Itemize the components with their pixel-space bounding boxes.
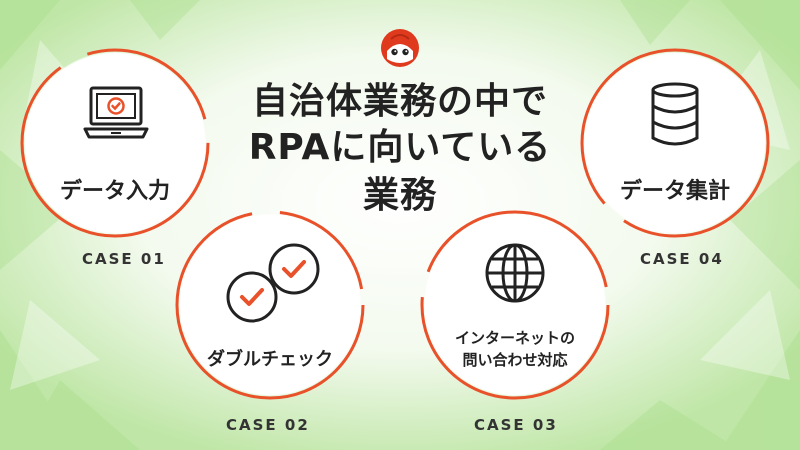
case-01-circle: データ入力 bbox=[20, 48, 210, 238]
case-03-circle: インターネットの 問い合わせ対応 bbox=[420, 210, 610, 400]
case-02-ring bbox=[175, 210, 365, 400]
case-03-label-line-1: インターネットの bbox=[454, 329, 575, 347]
case-03-tag: CASE 03 bbox=[474, 416, 558, 434]
globe-icon bbox=[485, 243, 545, 303]
case-02-circle: ダブルチェック bbox=[175, 210, 365, 400]
case-04-ring bbox=[580, 48, 770, 238]
case-04-label: データ集計 bbox=[619, 179, 730, 204]
case-04-tag: CASE 04 bbox=[640, 250, 724, 268]
database-icon bbox=[651, 82, 699, 146]
title-line-1: 自治体業務の中で bbox=[251, 81, 548, 122]
title-line-2: RPAに向いている業務 bbox=[248, 127, 552, 216]
case-01-tag: CASE 01 bbox=[82, 250, 166, 268]
mascot-logo-icon bbox=[381, 29, 419, 67]
case-04-circle: データ集計 bbox=[580, 48, 770, 238]
case-02-tag: CASE 02 bbox=[226, 416, 310, 434]
case-03-label-line-2: 問い合わせ対応 bbox=[462, 351, 568, 369]
page-title: 自治体業務の中で RPAに向いている業務 bbox=[235, 80, 565, 220]
double-check-icon bbox=[226, 243, 320, 323]
laptop-check-icon bbox=[83, 86, 149, 139]
case-02-label: ダブルチェック bbox=[207, 349, 333, 370]
case-01-label: データ入力 bbox=[59, 179, 170, 204]
case-03-ring bbox=[420, 210, 610, 400]
case-01-ring bbox=[20, 48, 210, 238]
